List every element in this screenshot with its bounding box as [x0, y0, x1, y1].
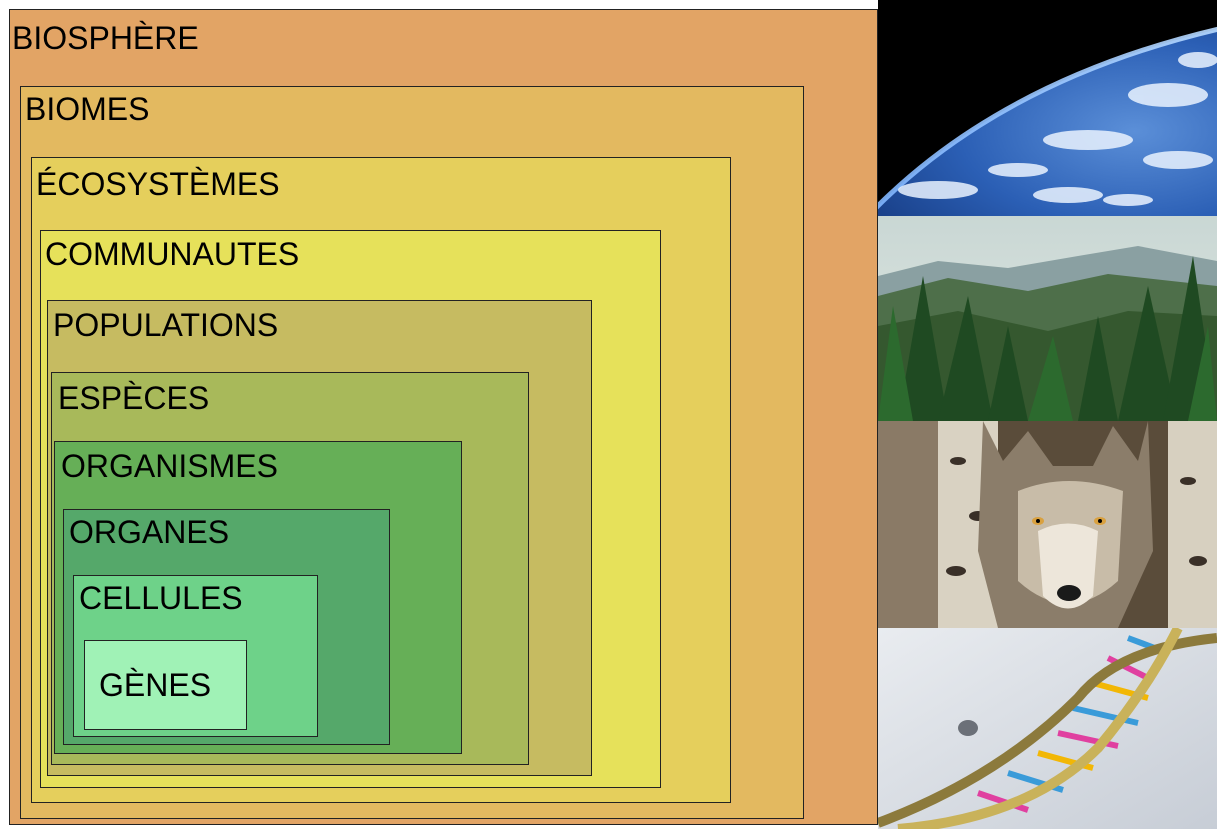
level-label-communautes: COMMUNAUTES	[45, 236, 300, 272]
level-label-biomes: BIOMES	[25, 91, 150, 127]
level-label-ecosystemes: ÉCOSYSTÈMES	[36, 166, 280, 202]
level-label-organes: ORGANES	[69, 514, 230, 550]
earth-from-space-photo	[878, 0, 1217, 216]
level-genes: GÈNES	[84, 640, 247, 730]
level-label-organismes: ORGANISMES	[61, 448, 278, 484]
wolf-photo	[878, 421, 1217, 628]
level-label-genes: GÈNES	[99, 667, 212, 703]
level-label-populations: POPULATIONS	[53, 307, 279, 343]
level-label-cellules: CELLULES	[79, 580, 243, 616]
level-label-especes: ESPÈCES	[58, 380, 210, 416]
level-label-biosphere: BIOSPHÈRE	[12, 20, 199, 56]
dna-helix-photo	[878, 628, 1217, 829]
forest-mountain-photo	[878, 216, 1217, 421]
